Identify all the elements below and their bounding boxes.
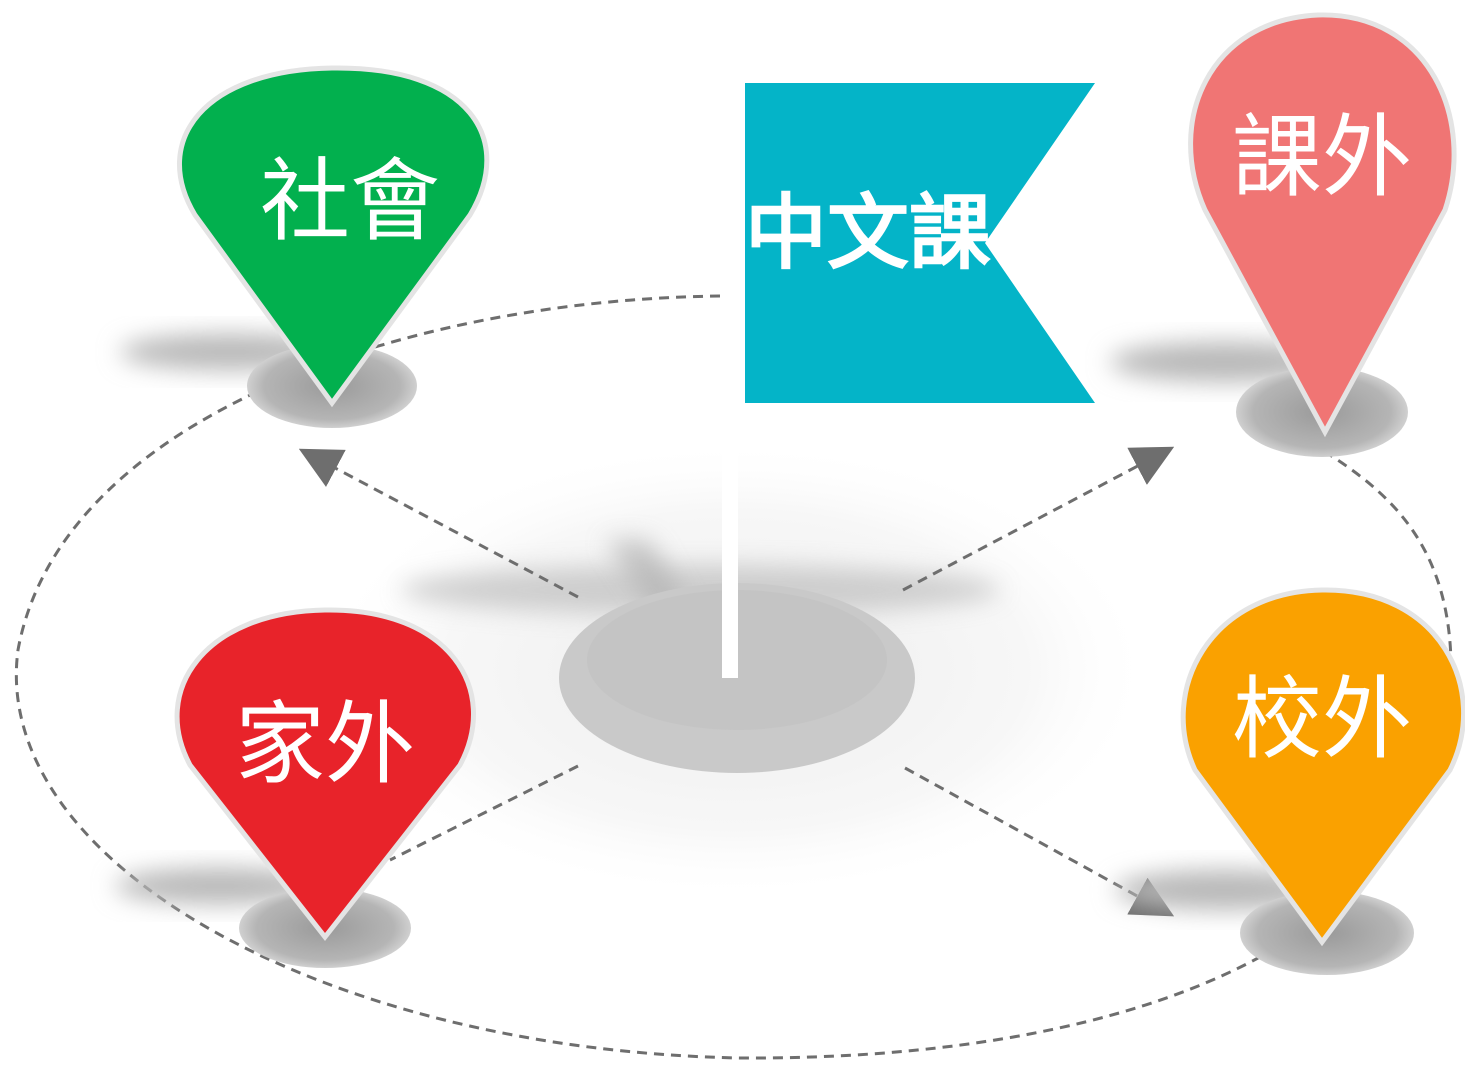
pin-outside-school-marker xyxy=(1180,587,1465,947)
pin-society: 社會 xyxy=(120,65,490,428)
pin-outside-school: 校外 xyxy=(1115,587,1465,975)
flag-pole xyxy=(722,445,738,678)
pin-extracurricular-label: 課外 xyxy=(1232,105,1412,210)
pin-extracurricular: 課外 xyxy=(1110,12,1457,457)
pin-extracurricular-marker xyxy=(1188,12,1457,438)
pin-outside-home-blur-shadow xyxy=(115,868,325,904)
pin-society-marker xyxy=(177,65,490,408)
pin-society-label: 社會 xyxy=(260,149,440,254)
pin-outside-home-marker xyxy=(174,607,476,942)
pin-outside-school-label: 校外 xyxy=(1232,667,1412,772)
line-to-outside-home xyxy=(389,764,579,862)
arrow-to-society xyxy=(298,448,579,599)
center-flag-label: 中文課 xyxy=(745,186,991,281)
pin-outside-home: 家外 xyxy=(115,607,476,968)
pin-outside-home-label: 家外 xyxy=(235,692,415,797)
center-flag xyxy=(745,83,1095,403)
